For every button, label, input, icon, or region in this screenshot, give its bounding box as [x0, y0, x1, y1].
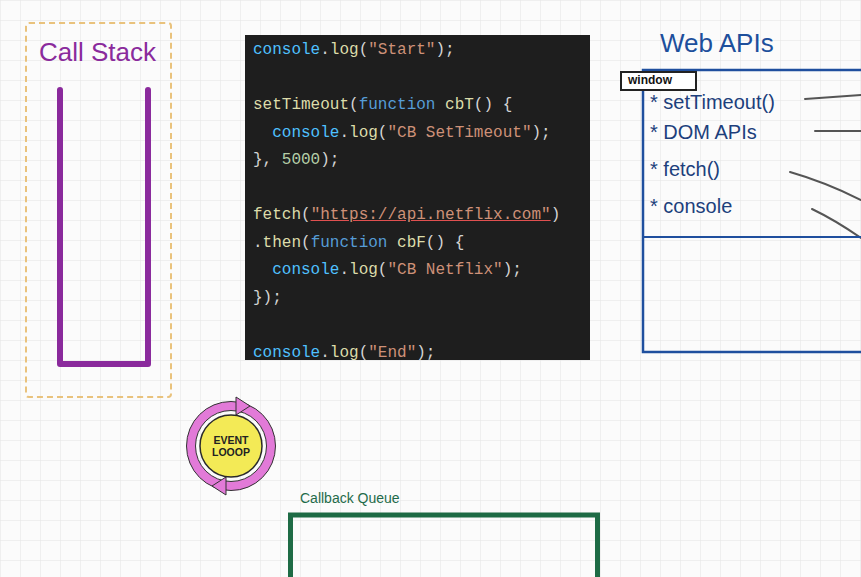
- code-line: console.log("End");: [253, 344, 435, 362]
- code-token: log: [330, 41, 359, 59]
- code-token: then: [263, 234, 301, 252]
- code-token: console: [272, 261, 339, 279]
- code-token: "End": [368, 344, 416, 362]
- code-token: "CB SetTimeout": [387, 124, 531, 142]
- code-line: console.log("CB Netflix");: [253, 261, 522, 279]
- api-item: * DOM APIs: [650, 121, 757, 144]
- code-token: console: [272, 124, 339, 142]
- code-token: .: [339, 124, 349, 142]
- code-token: (: [301, 234, 311, 252]
- code-line: .then(function cbF() {: [253, 234, 464, 252]
- code-token: [253, 261, 272, 279]
- code-token: [435, 96, 445, 114]
- leader-line: [815, 130, 861, 132]
- queue-box: [291, 515, 598, 577]
- code-line: console.log("CB SetTimeout");: [253, 124, 551, 142]
- code-token: console: [253, 344, 320, 362]
- stack-outline: [60, 90, 148, 364]
- tag-label: window: [628, 74, 672, 88]
- code-line: console.log("Start");: [253, 41, 455, 59]
- code-token: .: [253, 234, 263, 252]
- api-item: * fetch(): [650, 158, 720, 181]
- code-token: .: [320, 41, 330, 59]
- code-line: }, 5000);: [253, 151, 339, 169]
- web-apis-panel: Web APIs * setTimeout() * DOM APIs * fetch(…: [620, 26, 861, 352]
- code-token: "https://api.netflix.com": [311, 206, 551, 224]
- code-token: (: [359, 41, 369, 59]
- code-token: (: [301, 206, 311, 224]
- code-token: );: [503, 261, 522, 279]
- api-item: * console: [650, 195, 732, 218]
- stack-outline: [27, 24, 174, 400]
- code-token: [387, 234, 397, 252]
- code-token: setTimeout: [253, 96, 349, 114]
- code-panel: console.log("Start");setTimeout(function…: [245, 35, 590, 360]
- code-token: [253, 124, 272, 142]
- code-token: );: [531, 124, 550, 142]
- panel-heading: Web APIs: [660, 29, 774, 59]
- code-token: fetch: [253, 206, 301, 224]
- code-token: () {: [426, 234, 464, 252]
- api-item: * setTimeout(): [650, 91, 775, 114]
- leader-line: [805, 95, 861, 99]
- queue-heading: Callback Queue: [300, 490, 400, 506]
- call-stack-panel: Call Stack: [25, 22, 172, 398]
- loop-symbol: [187, 397, 276, 495]
- panel-border: [643, 70, 861, 352]
- code-token: },: [253, 151, 282, 169]
- code-token: (: [378, 261, 388, 279]
- code-token: console: [253, 41, 320, 59]
- panel-divider: [643, 236, 861, 238]
- code-token: );: [435, 41, 454, 59]
- code-token: log: [330, 344, 359, 362]
- code-token: ): [551, 206, 561, 224]
- code-token: (: [349, 96, 359, 114]
- code-line: setTimeout(function cbT() {: [253, 96, 512, 114]
- code-token: );: [320, 151, 339, 169]
- code-token: log: [349, 261, 378, 279]
- code-token: function: [311, 234, 388, 252]
- code-token: 5000: [282, 151, 320, 169]
- code-token: .: [339, 261, 349, 279]
- callback-queue: Callback Queue: [288, 488, 600, 577]
- loop-label: EVENT LOOOP: [206, 434, 256, 458]
- code-token: .: [320, 344, 330, 362]
- panel-heading: Call Stack: [39, 38, 156, 68]
- leader-line: [812, 209, 861, 238]
- code-token: "Start": [368, 41, 435, 59]
- code-line: });: [253, 289, 282, 307]
- code-token: );: [416, 344, 435, 362]
- code-token: cbT: [445, 96, 474, 114]
- code-token: cbF: [397, 234, 426, 252]
- code-token: (: [359, 344, 369, 362]
- code-token: log: [349, 124, 378, 142]
- code-token: "CB Netflix": [387, 261, 502, 279]
- event-loop: EVENT LOOOP: [186, 401, 276, 491]
- code-token: function: [359, 96, 436, 114]
- code-token: () {: [474, 96, 512, 114]
- code-line: fetch("https://api.netflix.com"): [253, 206, 560, 224]
- code-token: });: [253, 289, 282, 307]
- code-token: (: [378, 124, 388, 142]
- window-tag: window: [620, 71, 697, 91]
- leader-line: [790, 172, 861, 200]
